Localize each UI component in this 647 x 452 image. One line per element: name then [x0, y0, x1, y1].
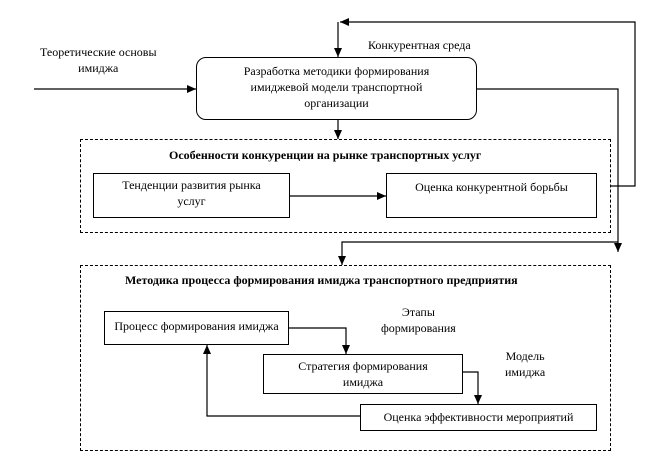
main-box-line-3: организации [304, 96, 369, 110]
competition-evaluation-box: Оценка конкурентной борьбы [386, 173, 597, 218]
competition-group [80, 139, 611, 233]
strategy-to-evaluation-arrow [463, 371, 482, 404]
competition-group-title: Особенности конкуренции на рынке транспо… [169, 148, 482, 162]
main-box-line-1: Разработка методики формирования [243, 64, 430, 78]
main-methodology-box: Разработка методики формирования имиджев… [196, 57, 477, 120]
stages-label-line-1: Этапы [401, 305, 435, 319]
market-trends-line-2: услуг [177, 194, 206, 208]
input-label: Теоретические основы имиджа [40, 44, 157, 76]
evaluation-to-process-arrow [203, 345, 360, 417]
input-label-line-1: Теоретические основы [40, 45, 157, 59]
market-trends-line-1: Тенденции развития рынка [122, 178, 261, 192]
image-process-box: Процесс формирования имиджа [104, 311, 289, 345]
strategy-line-1: Стратегия формирования [298, 359, 428, 373]
feedback-loop-line [340, 18, 636, 187]
market-trends-box: Тенденции развития рынка услуг [93, 173, 290, 218]
feedback-label: Конкурентная среда [368, 38, 471, 52]
strategy-line-2: имиджа [342, 375, 384, 389]
measures-evaluation-box: Оценка эффективности мероприятий [360, 404, 597, 431]
input-label-line-2: имиджа [78, 61, 119, 75]
stages-label: Этапы формирования [381, 304, 456, 336]
model-label-line-1: Модель [505, 349, 545, 363]
image-strategy-box: Стратегия формирования имиджа [263, 354, 463, 394]
image-methodology-group-title: Методика процесса формирования имиджа тр… [125, 273, 518, 287]
image-methodology-group [80, 265, 611, 451]
right-to-group2-line [338, 241, 618, 265]
model-label: Модель имиджа [505, 348, 545, 380]
main-box-line-2: имиджевой модели транспортной [250, 80, 423, 94]
stages-label-line-2: формирования [381, 321, 456, 335]
model-label-line-2: имиджа [505, 365, 546, 379]
main-to-right-line [477, 88, 622, 252]
process-to-strategy-arrow [289, 327, 350, 354]
